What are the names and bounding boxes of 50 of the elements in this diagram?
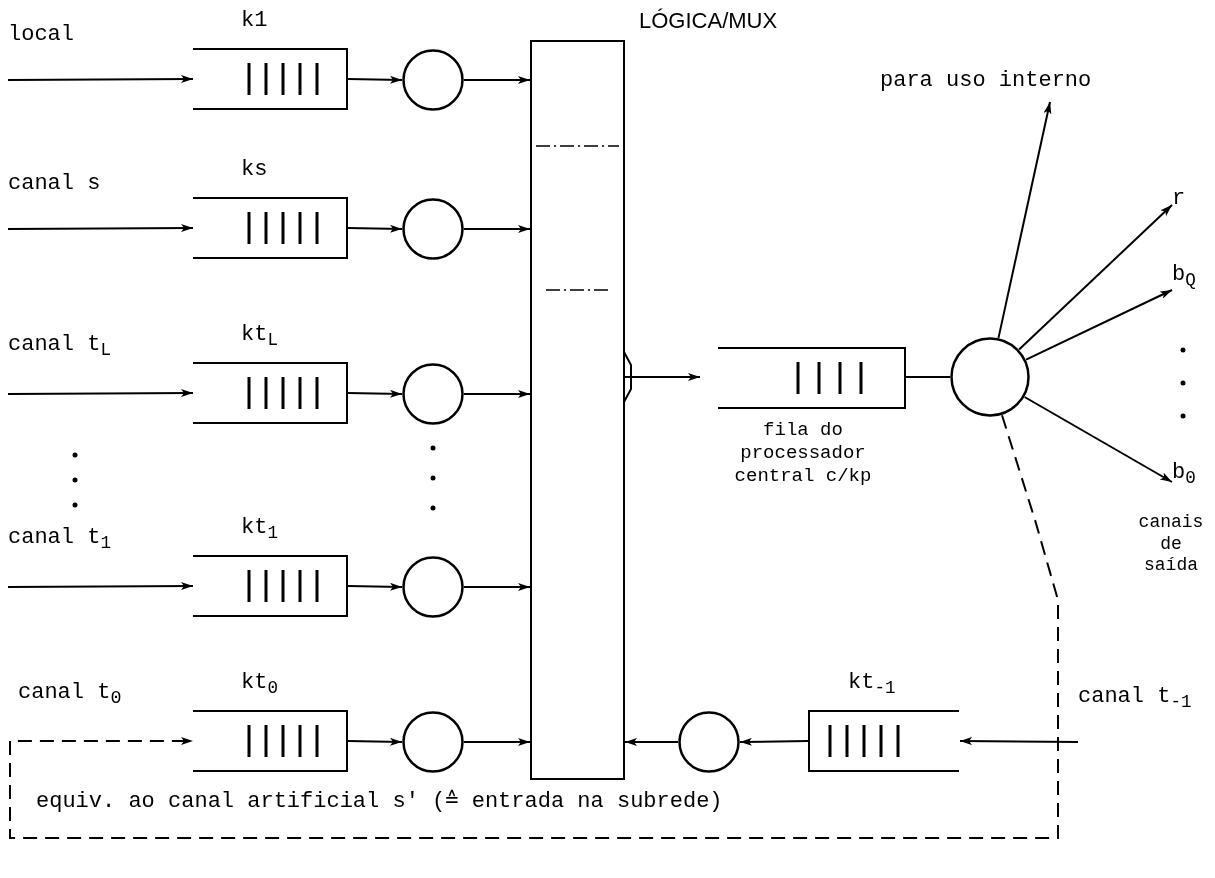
queue-label: k1 xyxy=(241,8,268,35)
channel-label: para uso interno xyxy=(880,68,1092,95)
arrow xyxy=(347,75,403,84)
queue-label: kt$_{1}$ xyxy=(241,515,278,545)
arrow xyxy=(1025,289,1173,361)
channel-label: r xyxy=(1172,186,1186,213)
channel-label: canal t$_{0}$ xyxy=(18,680,122,711)
server-circle xyxy=(402,711,464,773)
arrow xyxy=(7,224,194,233)
server-circle xyxy=(402,49,464,111)
server-circle xyxy=(402,198,464,260)
server-circle xyxy=(402,556,464,618)
arrow xyxy=(997,101,1052,339)
arrow xyxy=(347,224,403,233)
arrow xyxy=(1023,396,1173,483)
channel-label: canal t$_{1}$ xyxy=(8,525,111,555)
channel-label: canal s xyxy=(8,171,101,198)
arrow xyxy=(463,225,531,233)
queue-label: kt$_{0}$ xyxy=(241,670,278,700)
channel-label: local xyxy=(8,22,74,49)
arrow xyxy=(959,737,1079,746)
server-circle xyxy=(950,337,1030,417)
arrow xyxy=(463,390,531,398)
arrow xyxy=(7,582,194,591)
channel-label: b$_{Q}$ xyxy=(1172,262,1196,292)
server-circle xyxy=(402,363,464,425)
arrow xyxy=(347,389,403,398)
arrow xyxy=(347,737,403,746)
channel-label: b$_{0}$ xyxy=(1172,460,1196,490)
arrow xyxy=(7,75,194,84)
queue-label: ks xyxy=(241,157,268,184)
queue-label: kt$_{-1}$ xyxy=(848,670,896,700)
arrow xyxy=(463,583,531,591)
channel-label: canal t$_{L}$ xyxy=(8,332,111,362)
arrow xyxy=(463,76,531,84)
server-circle xyxy=(678,711,740,773)
arrow xyxy=(9,414,1059,839)
arrow xyxy=(624,373,701,381)
arrow xyxy=(463,738,531,746)
arrow xyxy=(347,582,403,591)
queue-label: fila do processador central c/kp xyxy=(733,419,873,488)
arrow xyxy=(1018,204,1173,351)
channel-label: canal t$_{-1}$ xyxy=(1078,684,1192,714)
connector-line xyxy=(905,376,951,378)
arrow xyxy=(624,738,679,746)
mux-label: LÓGICA/MUX xyxy=(639,8,778,35)
arrow xyxy=(7,389,194,398)
channel-label: canais de saída xyxy=(1137,512,1205,577)
queue-label: kt$_{L}$ xyxy=(241,322,278,352)
arrow xyxy=(739,737,809,746)
